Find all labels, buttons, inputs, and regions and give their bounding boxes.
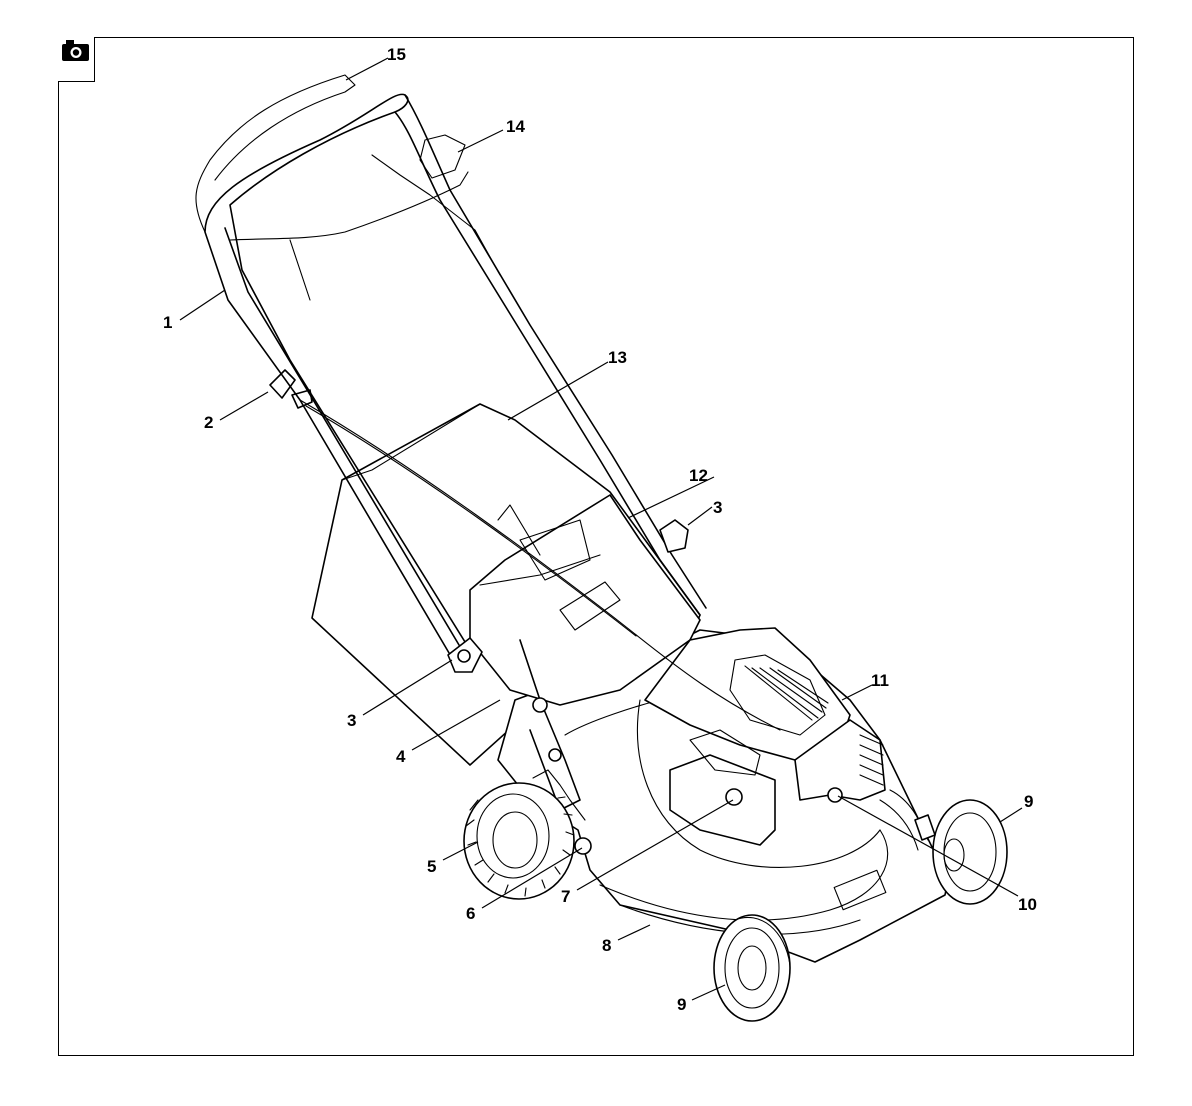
callout-3-left: 3 — [347, 711, 356, 730]
callout-2: 2 — [204, 413, 213, 432]
callout-6: 6 — [466, 904, 475, 923]
callout-14: 14 — [506, 117, 525, 136]
callout-1: 1 — [163, 313, 172, 332]
callout-4: 4 — [396, 747, 406, 766]
callout-5: 5 — [427, 857, 436, 876]
front-wheel — [714, 915, 790, 1021]
callout-11: 11 — [871, 671, 889, 690]
callout-3-right: 3 — [713, 498, 722, 517]
callout-15: 15 — [387, 45, 406, 64]
callout-9-bottom: 9 — [677, 995, 686, 1014]
callout-8: 8 — [602, 936, 611, 955]
callout-9-right: 9 — [1024, 792, 1033, 811]
callout-7: 7 — [561, 887, 570, 906]
callout-10: 10 — [1018, 895, 1037, 914]
callout-13: 13 — [608, 348, 627, 367]
callout-12: 12 — [689, 466, 708, 485]
